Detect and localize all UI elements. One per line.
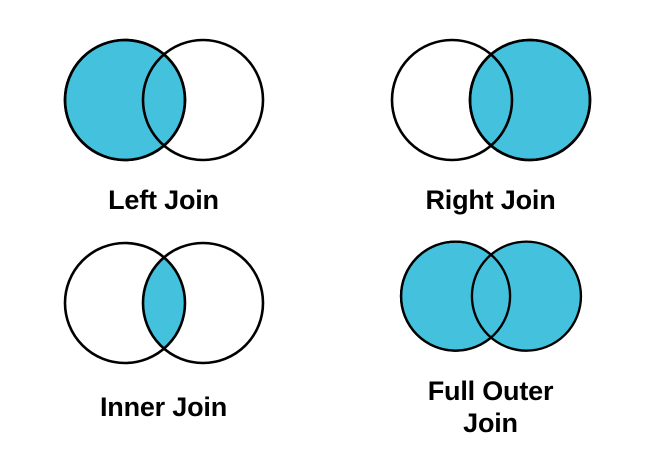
panel-left-join[interactable]: Left Join (0, 0, 327, 237)
right-set-circle (470, 240, 582, 352)
right-set-circle (141, 38, 264, 162)
right-set-circle-outline (468, 38, 591, 162)
left-join-venn-figure (63, 38, 264, 162)
panel-right-join[interactable]: Right Join (327, 0, 654, 237)
left-set-circle (390, 38, 513, 162)
left-set-circle-outline (63, 38, 186, 162)
full-outer-join-venn-figure (399, 240, 582, 352)
right-join-label: Right Join (425, 185, 556, 215)
panel-full-outer-join[interactable]: Full Outer Join (327, 203, 654, 440)
left-set-circle-outline (399, 240, 511, 352)
panel-inner-join[interactable]: Inner Join (0, 203, 327, 440)
full-outer-join-label: Full Outer Join (427, 376, 554, 439)
right-join-venn-figure (390, 38, 591, 162)
left-set-circle (63, 241, 186, 365)
intersection-lens (142, 243, 185, 363)
inner-join-label: Inner Join (99, 392, 227, 422)
right-set-circle (141, 241, 264, 365)
inner-join-venn-figure (63, 241, 264, 365)
left-join-label: Left Join (108, 185, 219, 215)
